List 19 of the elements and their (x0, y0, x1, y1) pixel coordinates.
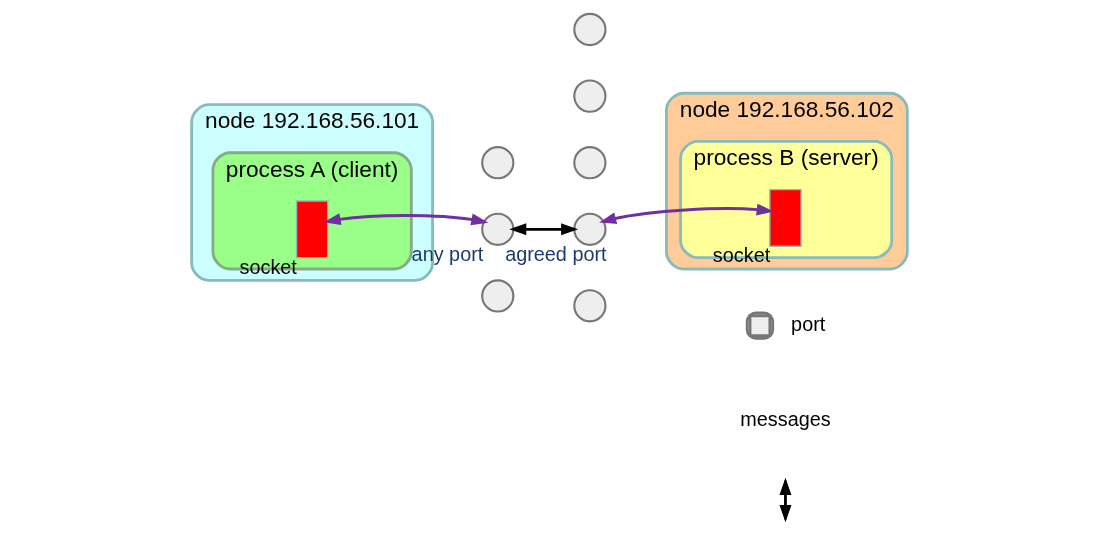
node-circle (573, 12, 607, 47)
node-circle (481, 212, 515, 246)
node-circle (481, 279, 515, 313)
node-circle (573, 212, 607, 246)
node-circle (573, 289, 607, 323)
arrow (509, 223, 579, 236)
node-label: socket (712, 244, 771, 267)
node-label: agreed port (505, 242, 607, 265)
arrow (323, 213, 489, 226)
node-circle (573, 79, 607, 113)
node-label: socket (239, 255, 297, 278)
node-box (769, 188, 802, 248)
node-label: any port (411, 242, 484, 265)
legend-label: messages (740, 407, 831, 430)
node-circle (573, 146, 607, 180)
node-box (295, 200, 329, 259)
arrow (599, 203, 774, 225)
node-circle (481, 146, 515, 180)
legend-label: port (791, 312, 826, 335)
